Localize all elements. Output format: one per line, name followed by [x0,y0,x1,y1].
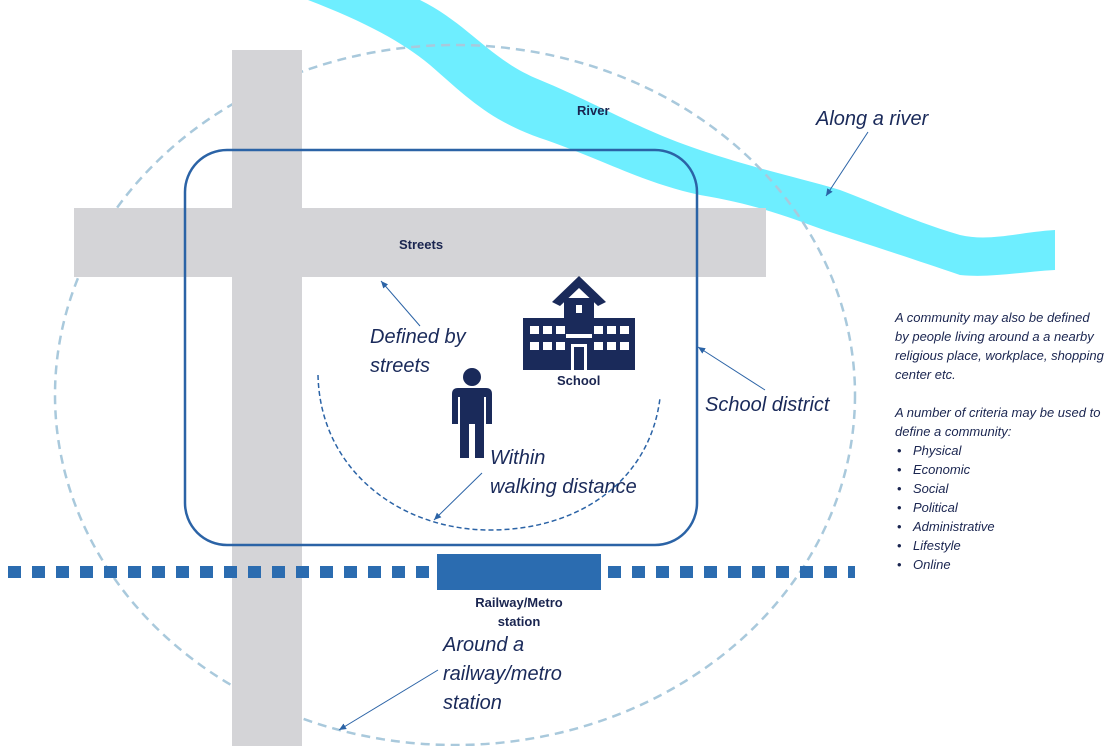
person-icon [452,368,492,458]
school-district-boundary [183,148,699,547]
street-vertical [232,50,302,746]
arrow-walking-distance [433,472,483,521]
school-label: School [557,373,601,388]
outer-community-circle [53,43,857,746]
street-horizontal [74,208,766,277]
criteria-item: Social [895,479,1105,498]
side-note-paragraph-1: A community may also be defined by peopl… [895,310,1104,382]
station-block [437,554,601,590]
criteria-list: Physical Economic Social Political Admin… [895,441,1105,574]
river-shape [308,0,1055,276]
side-note: A community may also be defined by peopl… [895,308,1105,574]
walking-distance-annotation: Within walking distance [490,447,637,498]
streets-label: Streets [399,237,444,252]
arrow-streets [380,280,421,327]
arrow-along-river [825,131,869,197]
criteria-item: Online [895,555,1105,574]
arrow-school-district [697,346,766,391]
river-label: River [577,103,610,118]
station-label: Railway/Metro station [475,595,563,629]
criteria-item: Administrative [895,517,1105,536]
school-district-annotation: School district [705,394,830,416]
around-station-annotation: Around a railway/metro station [443,634,562,714]
along-river-annotation: Along a river [816,108,929,130]
criteria-item: Economic [895,460,1105,479]
arrow-station [338,669,439,731]
criteria-item: Political [895,498,1105,517]
criteria-item: Physical [895,441,1105,460]
walking-distance-arc [317,374,661,531]
defined-by-streets-annotation: Defined by streets [370,326,466,377]
school-building-icon [523,276,635,370]
criteria-item: Lifestyle [895,536,1105,555]
side-note-paragraph-2: A number of criteria may be used to defi… [895,405,1101,439]
